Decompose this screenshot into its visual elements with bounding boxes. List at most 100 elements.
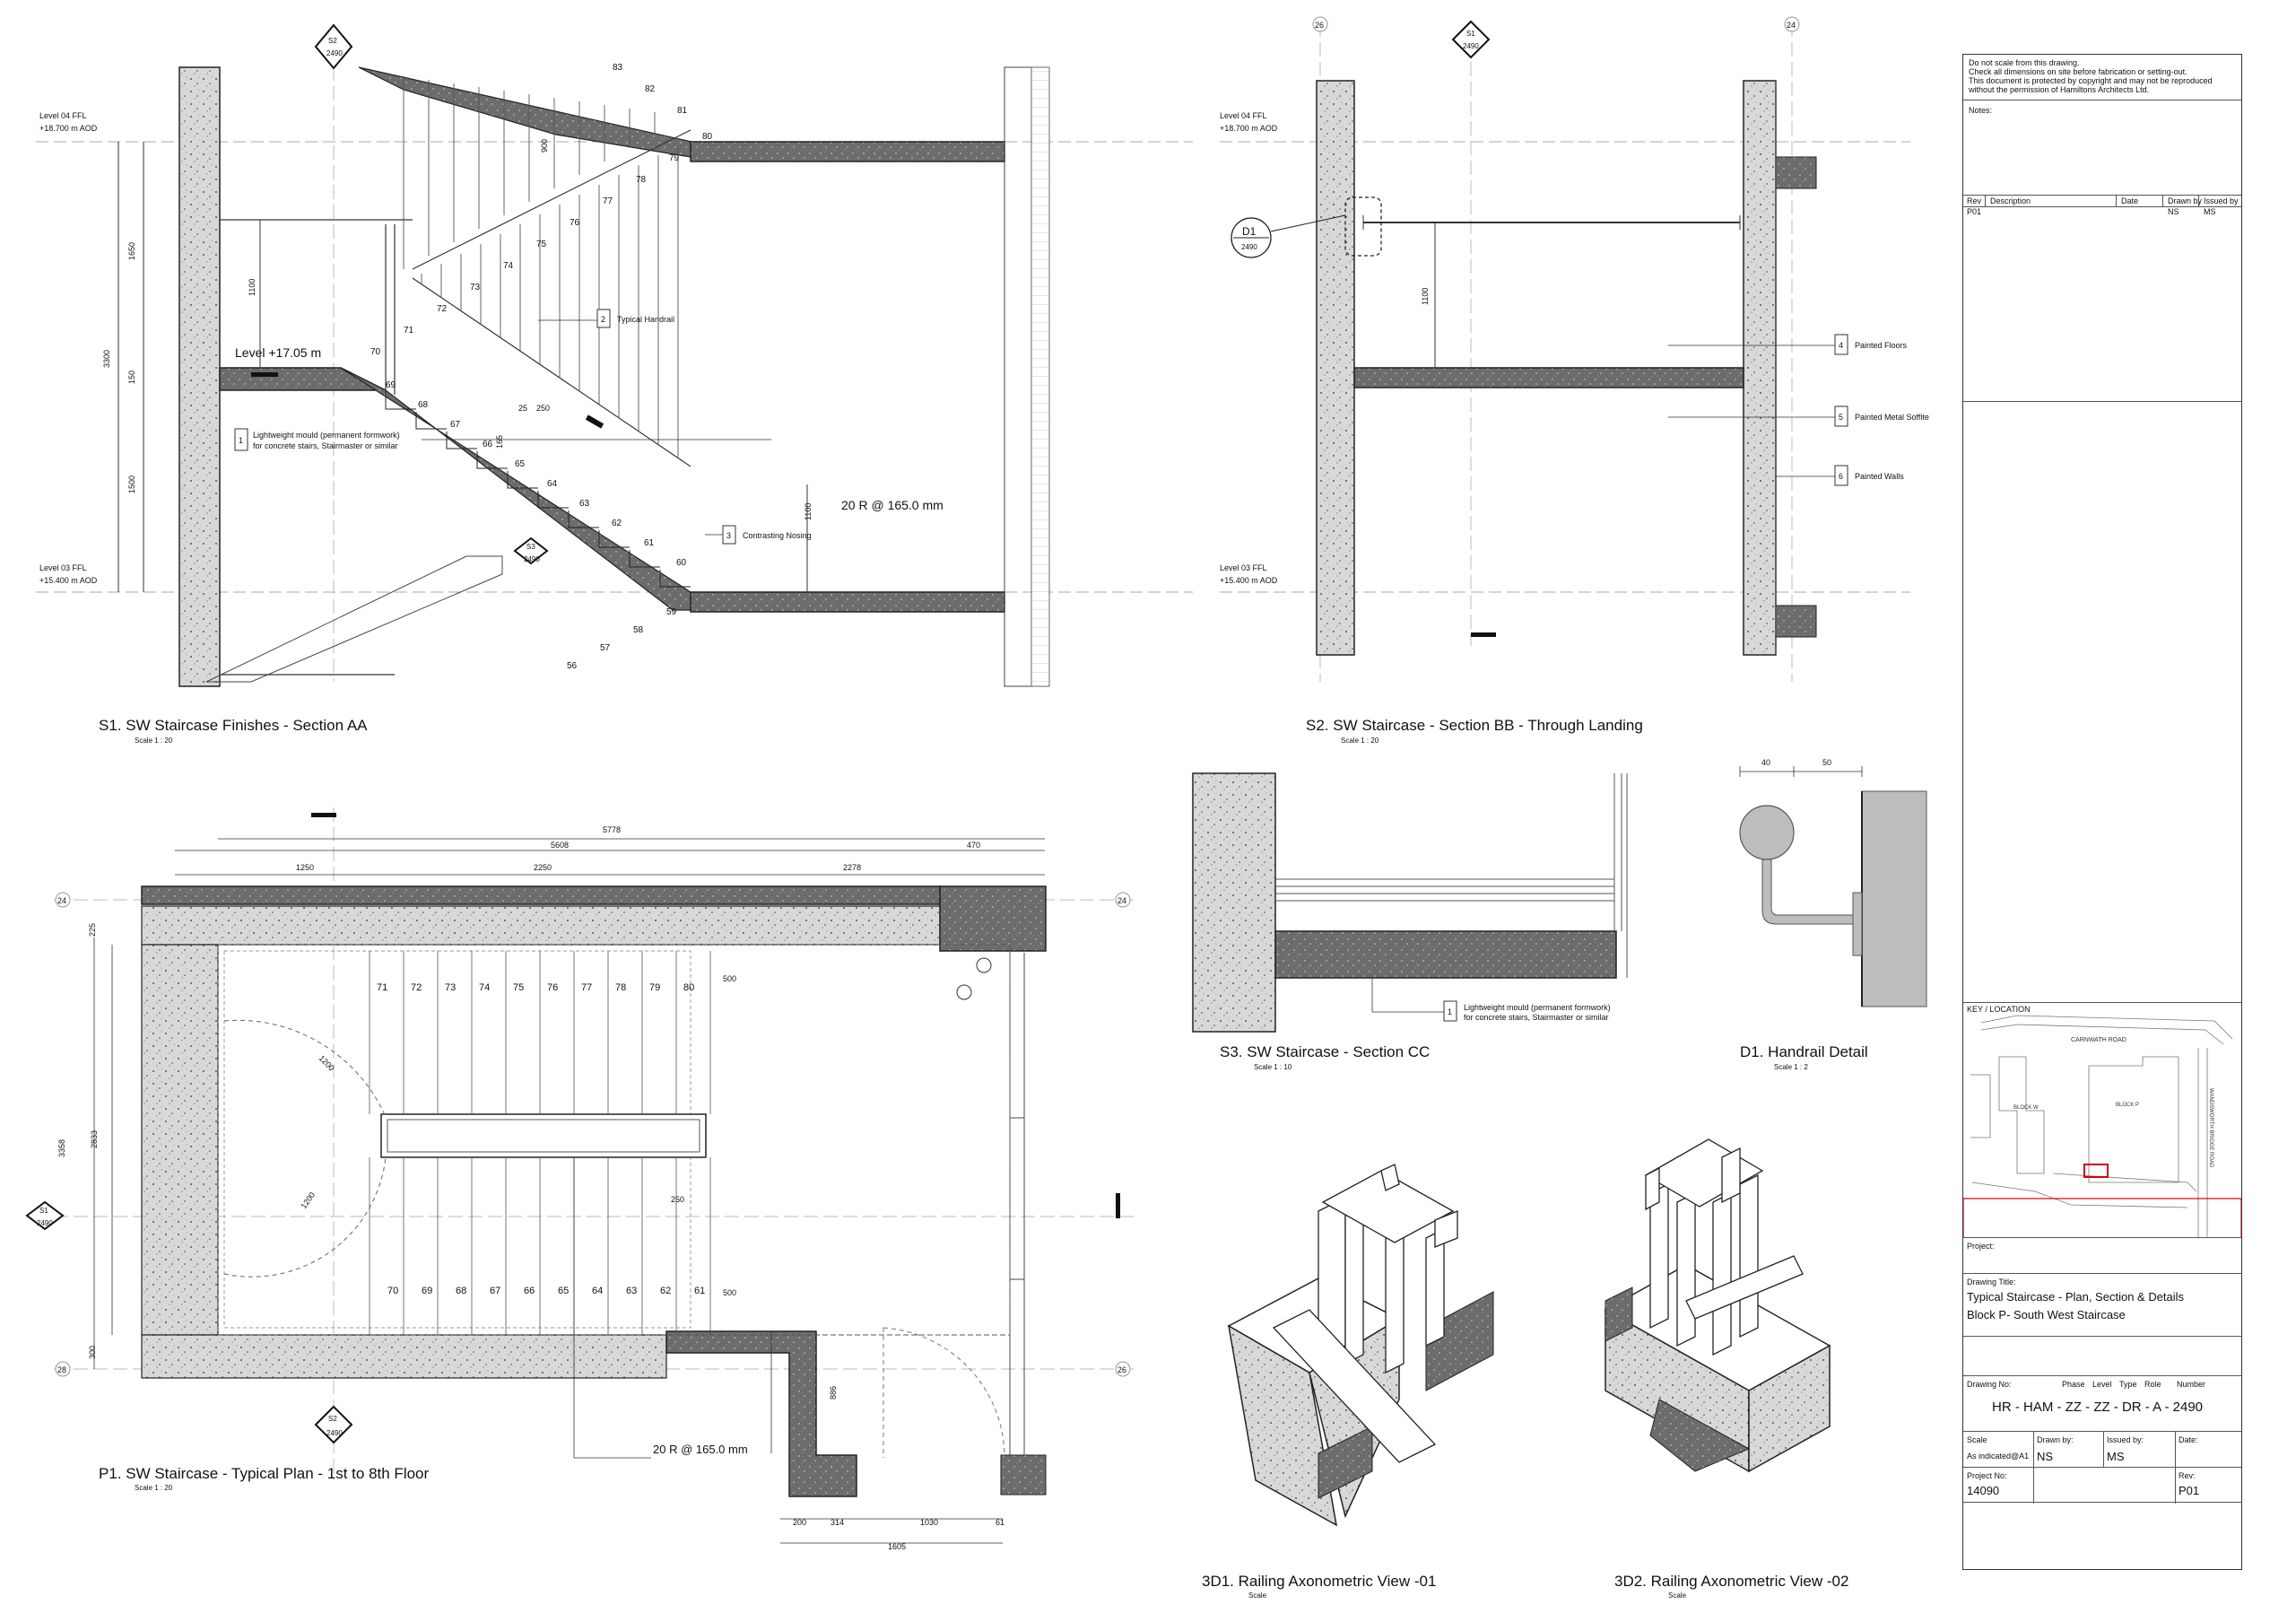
p1-step-76: 76 [547, 982, 558, 993]
svg-text:500: 500 [723, 1288, 736, 1297]
d1-dim-50: 50 [1822, 758, 1831, 767]
svg-text:61: 61 [996, 1518, 1004, 1527]
svg-text:S2: S2 [328, 1415, 337, 1423]
title-block: Do not scale from this drawing. Check al… [1962, 54, 2242, 1570]
s1-step-70: 70 [370, 347, 381, 357]
level-03-label: Level 03 FFL [39, 563, 87, 572]
s1-step-58: 58 [633, 625, 644, 635]
axonometric-01: 3D1. Railing Axonometric View -01 Scale [1202, 1164, 1494, 1600]
note-4-num: 4 [1839, 341, 1843, 350]
dim-250: 250 [536, 404, 550, 413]
note-1-box [234, 428, 248, 451]
s3-scale: Scale 1 : 10 [1254, 1063, 1292, 1071]
svg-text:BLOCK P: BLOCK P [2116, 1103, 2139, 1108]
svg-text:+15.400 m AOD: +15.400 m AOD [1220, 576, 1278, 585]
svg-text:2490: 2490 [326, 49, 343, 57]
drawing-number: HR - HAM - ZZ - ZZ - DR - A - 2490 [1992, 1400, 2204, 1415]
lower-flight [340, 367, 700, 611]
svg-text:1: 1 [1448, 1007, 1452, 1016]
d1-scale: Scale 1 : 2 [1774, 1063, 1808, 1071]
drawing-title-line-2: Block P- South West Staircase [1967, 1308, 2126, 1321]
p1-scale: Scale 1 : 20 [135, 1484, 173, 1492]
lower-floor-slab [690, 591, 1005, 613]
s1-step-61: 61 [644, 538, 655, 548]
dim-1500: 1500 [127, 475, 136, 493]
drawing-number-block: Drawing No: Phase Level Type Role Number… [1963, 1375, 2241, 1431]
s1-step-76: 76 [570, 218, 580, 228]
d1-dim-40: 40 [1761, 758, 1770, 767]
s1-step-80: 80 [702, 132, 713, 142]
section-marker-s1-top: S1 2490 [1451, 20, 1491, 59]
p1-step-61: 61 [694, 1286, 705, 1296]
grid-24-s2: 24 [1787, 21, 1796, 30]
level-03-aod: +15.400 m AOD [39, 576, 98, 585]
s1-step-63: 63 [579, 499, 590, 509]
s1-step-77: 77 [603, 196, 613, 206]
left-wall [178, 66, 221, 687]
section-marker-s2-top: S2 2490 [314, 23, 353, 70]
s2-dim-1100: 1100 [1421, 288, 1430, 305]
svg-text:886: 886 [829, 1386, 838, 1400]
p1-step-77: 77 [581, 982, 592, 993]
cut-marker [251, 372, 278, 377]
svg-text:for concrete stairs, Stairmast: for concrete stairs, Stairmaster or simi… [1464, 1013, 1609, 1022]
balustrade [220, 129, 691, 676]
s1-step-79: 79 [669, 153, 680, 163]
svg-text:470: 470 [967, 841, 980, 850]
section-s1: Level 04 FFL +18.700 m AOD Level 03 FFL … [36, 23, 1193, 745]
ax1-title: 3D1. Railing Axonometric View -01 [1202, 1573, 1436, 1590]
section-marker-s2-bottom: S2 2490 [314, 1405, 353, 1444]
note-1-text-a: Lightweight mould (permanent formwork) [253, 431, 400, 440]
svg-text:2490: 2490 [1463, 42, 1479, 50]
risers-label-p1: 20 R @ 165.0 mm [653, 1443, 748, 1456]
svg-text:1605: 1605 [888, 1542, 906, 1551]
svg-text:2490: 2490 [326, 1429, 343, 1437]
ax2-scale: Scale [1668, 1591, 1687, 1600]
svg-text:28: 28 [57, 1365, 66, 1374]
detail-d1: 40 50 D1. Handrail Detail Scale 1 : 2 [1739, 758, 1927, 1071]
facade-frame [1004, 66, 1032, 687]
note-4-text: Painted Floors [1855, 341, 1908, 350]
svg-text:2278: 2278 [843, 863, 861, 872]
s2-landing [1353, 367, 1744, 388]
s2-slab-lower [1775, 605, 1817, 638]
note-2-num: 2 [601, 315, 605, 324]
svg-text:Level 03 FFL: Level 03 FFL [1220, 563, 1267, 572]
svg-text:S1: S1 [1466, 30, 1475, 38]
s1-step-64: 64 [547, 479, 558, 489]
s1-step-57: 57 [600, 643, 611, 653]
key-plan-highlight [2083, 1164, 2109, 1178]
issued-by: MS [2107, 1450, 2125, 1463]
note-1-num: 1 [239, 436, 243, 445]
section-marker-s1-side: S1 2490 [25, 1200, 65, 1231]
p1-step-71: 71 [377, 982, 387, 993]
d1-title: D1. Handrail Detail [1740, 1043, 1868, 1060]
svg-text:S2: S2 [328, 37, 337, 45]
note-2-box [596, 309, 611, 328]
drawn-by: NS [2037, 1450, 2054, 1463]
ax2-title: 3D2. Railing Axonometric View -02 [1614, 1573, 1848, 1590]
svg-text:200: 200 [793, 1518, 806, 1527]
landing-level-label: Level +17.05 m [235, 345, 321, 360]
svg-text:2833: 2833 [90, 1130, 99, 1148]
s1-step-65: 65 [515, 459, 526, 469]
p1-title: P1. SW Staircase - Typical Plan - 1st to… [99, 1465, 430, 1482]
svg-text:2490: 2490 [37, 1219, 53, 1227]
plan-p1: 24 24 28 26 [25, 807, 1139, 1551]
svg-text:3358: 3358 [57, 1139, 66, 1157]
dim-1100-b: 1100 [804, 503, 813, 520]
svg-text:CARNWATH ROAD: CARNWATH ROAD [2071, 1037, 2126, 1043]
key-location: KEY / LOCATION CARNWATH ROAD WANDSWORTH … [1963, 1002, 2241, 1238]
level-04-aod: +18.700 m AOD [39, 124, 98, 133]
s1-step-56: 56 [567, 661, 578, 671]
dim-165: 165 [495, 435, 504, 449]
svg-text:Lightweight mould (permanent f: Lightweight mould (permanent formwork) [1464, 1003, 1611, 1012]
s1-step-73: 73 [470, 283, 481, 292]
svg-text:5778: 5778 [603, 825, 621, 834]
p1-step-75: 75 [513, 982, 524, 993]
svg-text:WANDSWORTH BRIDGE ROAD: WANDSWORTH BRIDGE ROAD [2208, 1088, 2213, 1168]
s1-dim-lines [117, 142, 261, 592]
svg-text:250: 250 [671, 1195, 684, 1204]
grid-26-s2: 26 [1315, 21, 1324, 30]
p1-step-80: 80 [683, 982, 694, 993]
